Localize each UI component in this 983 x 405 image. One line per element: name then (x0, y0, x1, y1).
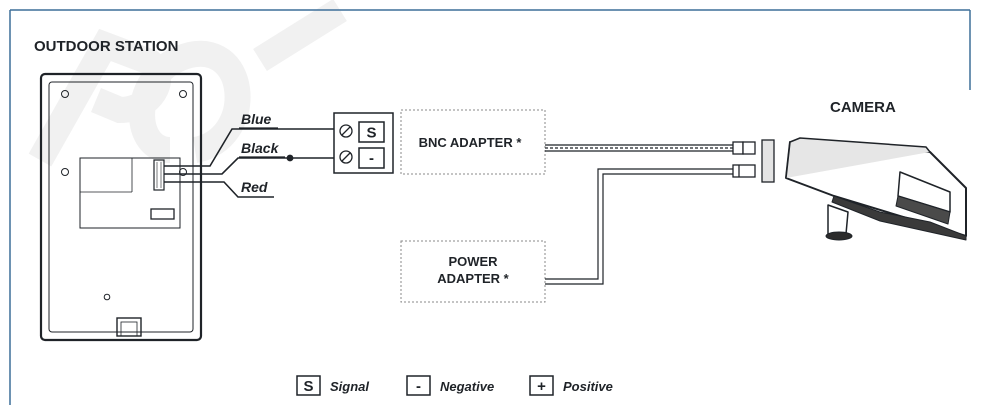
terminal-signal-symbol: S (366, 125, 376, 142)
legend-signal-box (296, 375, 321, 396)
legend-negative-box (406, 375, 431, 396)
legend-signal-label: Signal (330, 379, 369, 394)
wire-label-black: Black (241, 140, 280, 156)
wire-label-red: Red (241, 179, 268, 195)
screw-terminal-icon (339, 124, 353, 164)
legend-positive-symbol: + (537, 378, 546, 395)
power-adapter-label-line2: ADAPTER * (437, 271, 509, 286)
legend-negative-symbol: - (416, 378, 421, 395)
power-adapter-box (400, 240, 546, 303)
watermark (28, 0, 347, 167)
terminal-negative-symbol: - (369, 150, 374, 167)
terminal-block (333, 112, 394, 174)
camera-title: CAMERA (830, 99, 896, 116)
power-cable (545, 168, 733, 285)
diagram-frame (9, 9, 971, 405)
station-wires (164, 128, 337, 198)
camera-connectors (732, 139, 775, 183)
cctv-camera-icon (785, 137, 967, 241)
legend-positive-label: Positive (563, 379, 613, 394)
legend-signal-symbol: S (303, 378, 313, 395)
wire-label-blue: Blue (241, 111, 272, 127)
legend: S Signal - Negative + Positive (296, 375, 613, 396)
bnc-adapter-label: BNC ADAPTER * (419, 135, 523, 150)
legend-negative-label: Negative (440, 379, 494, 394)
power-adapter-label-line1: POWER (448, 254, 498, 269)
coax-cable (545, 144, 733, 152)
bnc-adapter-box (400, 109, 546, 175)
outdoor-station-title: OUTDOOR STATION (34, 38, 178, 55)
outdoor-station-panel-icon (39, 72, 203, 342)
legend-positive-box (529, 375, 554, 396)
